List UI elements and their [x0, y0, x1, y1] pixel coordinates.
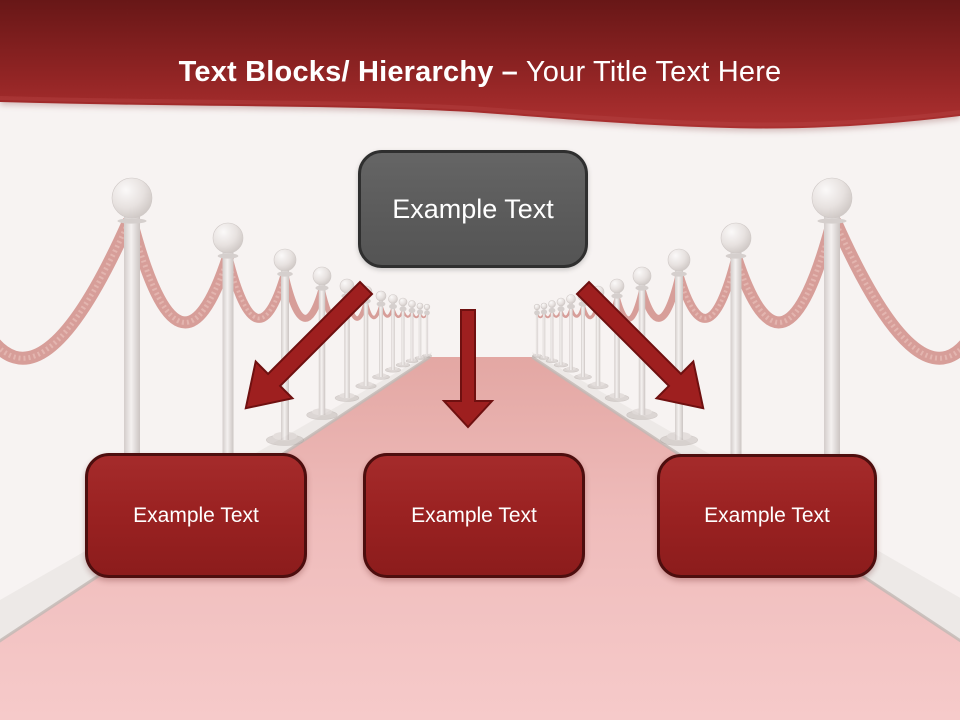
slide-title[interactable]: Text Blocks/ Hierarchy–Your Title Text H… — [0, 56, 960, 89]
child-text-label-1: Example Text — [133, 503, 259, 527]
title-subtitle: Your Title Text Here — [525, 56, 782, 88]
root-text-block[interactable]: Example Text — [358, 150, 588, 268]
root-text-label: Example Text — [392, 193, 554, 224]
connector-arrow-left — [244, 280, 374, 410]
child-text-label-2: Example Text — [411, 503, 537, 527]
header-banner — [0, 0, 960, 129]
connector-arrow-right — [575, 280, 705, 410]
child-text-block-3[interactable]: Example Text — [657, 454, 877, 578]
title-dash: – — [501, 56, 518, 88]
child-text-block-2[interactable]: Example Text — [363, 453, 585, 578]
header-wave-highlight — [0, 96, 960, 127]
title-topic: Text Blocks/ Hierarchy — [178, 56, 494, 88]
child-text-label-3: Example Text — [704, 504, 830, 527]
header-wave-shape — [0, 0, 960, 129]
child-text-block-1[interactable]: Example Text — [85, 453, 307, 578]
connector-arrow-middle — [441, 309, 495, 429]
